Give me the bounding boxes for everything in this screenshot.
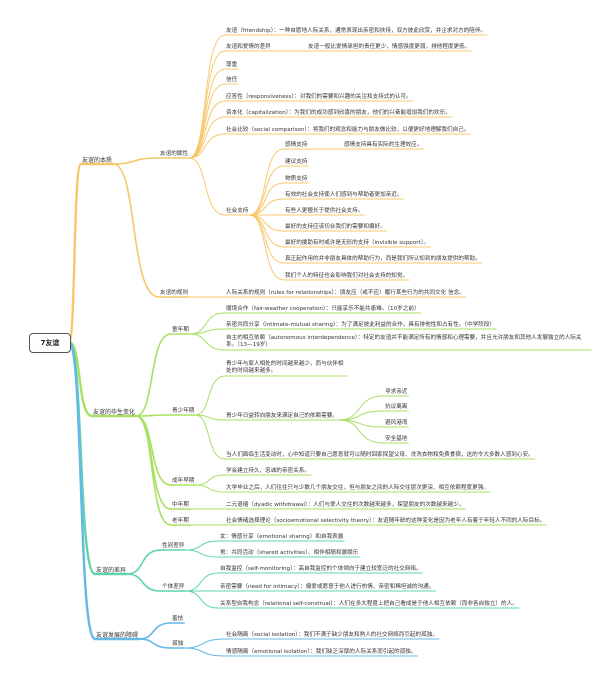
leaf-node[interactable]: 自我监控（self-monitoring）：高自我监控的个体倾向于建立较宽泛的社… <box>220 566 422 572</box>
topic-node[interactable]: 孤独 <box>172 641 184 647</box>
topic-node[interactable]: 童年期 <box>172 327 189 333</box>
branch-connector <box>338 395 385 421</box>
branch-connector <box>248 182 285 216</box>
leaf-node[interactable]: 有些人更擅长于提供社会支持。 <box>285 208 364 214</box>
branch-connector <box>67 340 97 641</box>
leaf-node[interactable]: 寻求亲近 <box>385 389 408 395</box>
branch-connector <box>248 214 285 264</box>
branch-connector <box>112 163 160 298</box>
leaf-node[interactable]: 男：共同活动（shared activities）、相伴相随和展娱乐 <box>220 550 359 556</box>
leaf-node[interactable]: 社会隔离（social isolation）：我们不满于缺少朋友和熟人的社交网络… <box>226 632 438 638</box>
branch-connector <box>184 572 220 592</box>
branch-connector <box>188 68 226 159</box>
leaf-node[interactable]: 二元退缩（dyadic withdrawal）：人们与爱人交往的次数越来越多，探… <box>226 502 465 508</box>
branch-connector <box>188 133 226 159</box>
leaf-node[interactable]: 亲密需要（need for intimacy）：偏爱或愿意于他人进行热情、亲密和… <box>220 584 435 590</box>
branch-connector <box>188 50 226 159</box>
topic-node[interactable]: 个体差异 <box>162 584 185 590</box>
branch-connector <box>138 622 172 640</box>
leaf-node[interactable]: 安全基地 <box>385 436 408 442</box>
leaf-node[interactable]: 有效的社会支持使人们感到与帮助者更加亲近。 <box>285 192 403 198</box>
branch-connector <box>67 162 83 344</box>
leaf-node[interactable]: 青少年与家人相处的时间越来越少，而与伙伴相处的时间越来越多。 <box>226 361 344 374</box>
topic-node[interactable]: 友谊的规则 <box>160 290 188 296</box>
branch-connector <box>338 419 385 444</box>
root-node[interactable]: 7友谊 <box>29 333 71 353</box>
leaf-node[interactable]: 自主的相互依赖（autonomous interdependence）：特定的友… <box>226 335 582 348</box>
leaf-node[interactable]: 学会建立持久、忠诚的亲密关系。 <box>226 468 310 474</box>
topic-node[interactable]: 性别差异 <box>162 543 185 549</box>
branch-connector <box>135 415 172 510</box>
topic-node[interactable]: 老年期 <box>172 518 189 524</box>
branch-connector <box>184 549 220 558</box>
leaf-node[interactable]: 亲密共同分享（intimate-mutual sharing）：为了满足彼此利益… <box>226 322 496 328</box>
leaf-node[interactable]: 人际关系的规则（rules for relationships）：朋友应（或不应… <box>226 290 465 296</box>
leaf-node[interactable]: 资本化（capitalization）：为我们的成功感到欣喜的朋友，他们的兴奋能… <box>226 110 451 116</box>
topic-node[interactable]: 感情支持 <box>285 142 308 148</box>
leaf-node[interactable]: 关系型自我构念（relational self-construal）：人们在多大… <box>220 601 518 607</box>
leaf-node[interactable]: 应答性（responsiveness）：对我们的需要和兴趣的关注和支持式的认可。 <box>226 94 412 100</box>
branch-connector <box>338 410 385 421</box>
leaf-node[interactable]: 真正起作用的并非朋友具体的帮助行为，而是我们所认知到的朋友提供的帮助。 <box>285 256 481 262</box>
leaf-node[interactable]: 友谊一般比爱情承担的责任更少，情感强度更弱，排他程度更低。 <box>308 44 471 50</box>
branch-connector <box>194 414 226 460</box>
topic-node[interactable]: 友谊的属性 <box>160 151 188 157</box>
branch-connector <box>188 157 226 216</box>
leaf-node[interactable]: 最好的援助有时或许是无形的支持（invisible support）。 <box>285 240 430 246</box>
leaf-node[interactable]: 感情支持具有实际的生理效应。 <box>344 142 423 148</box>
branch-connector <box>126 549 162 575</box>
leaf-node[interactable]: 大学毕业之后，人们往往只与少数几个朋友交往，但与朋友之间的人际交往层次更深、相互… <box>226 485 489 491</box>
leaf-node[interactable]: 建议支持 <box>285 159 308 165</box>
leaf-node[interactable]: 我们个人的特征也会影响我们对社会支持的知觉。 <box>285 273 409 279</box>
branch-connector <box>189 333 226 351</box>
leaf-node[interactable]: 社会情绪选择理论（socioemotional selectivity theo… <box>226 518 546 524</box>
branch-connector <box>126 573 162 592</box>
branch-topic[interactable]: 友谊发展的障碍 <box>96 632 139 639</box>
branch-connector <box>138 638 172 649</box>
topic-node[interactable]: 成年早期 <box>172 478 195 484</box>
branch-connector <box>248 148 285 216</box>
branch-topic[interactable]: 友谊的毕生变化 <box>93 409 136 416</box>
topic-node[interactable]: 青少年期 <box>172 408 195 414</box>
branch-connector <box>184 590 220 609</box>
branch-connector <box>188 100 226 159</box>
leaf-node[interactable]: 最好的支持应该切合我们的需要和偏好。 <box>285 224 386 230</box>
branch-connector <box>135 333 172 417</box>
branch-connector <box>183 638 226 649</box>
leaf-node[interactable]: 羞怯 <box>172 616 184 622</box>
branch-connector <box>67 340 94 418</box>
branch-connector <box>188 83 226 159</box>
leaf-node[interactable]: 顺境合作（fair-weather cooperation）：只能享乐不能共患难… <box>226 306 420 312</box>
branch-connector <box>112 157 160 165</box>
branch-connector <box>135 415 172 526</box>
branch-connector <box>194 375 226 416</box>
leaf-node[interactable]: 信任 <box>226 77 238 83</box>
branch-topic[interactable]: 友谊的差异 <box>96 567 127 574</box>
leaf-node[interactable]: 避风港湾 <box>385 420 408 426</box>
leaf-node[interactable]: 女：情感分享（emotional sharing）和自我表露 <box>220 534 344 540</box>
topic-node[interactable]: 社会支持 <box>226 208 249 214</box>
branch-topic[interactable]: 友谊的本质 <box>82 157 113 164</box>
topic-node[interactable]: 友谊和爱情的差异 <box>226 44 271 50</box>
leaf-node[interactable]: 物质支持 <box>285 176 308 182</box>
branch-connector <box>184 540 220 551</box>
branch-connector <box>135 414 172 417</box>
branch-connector <box>248 165 285 216</box>
leaf-node[interactable]: 社会比较（social comparison）：将我们的观念和能力与朋友做比较，… <box>226 127 470 133</box>
leaf-node[interactable]: 尊重 <box>226 62 238 68</box>
leaf-node[interactable]: 情感隔离（emotional isolation）：我们缺乏深厚的人际关系而引起… <box>226 649 417 655</box>
branch-connector <box>194 414 226 421</box>
topic-node[interactable]: 中年期 <box>172 502 189 508</box>
branch-connector <box>188 34 226 159</box>
leaf-node[interactable]: 抗议离离 <box>385 404 408 410</box>
branch-connector <box>194 474 226 486</box>
branch-connector <box>248 214 285 281</box>
leaf-node[interactable]: 友谊（friendship）：一种自愿地人际关系，通常表现出亲密和扶持，双方彼此… <box>226 28 487 34</box>
topic-node[interactable]: 青少年日益转向朋友来满足自己的依赖需要。 <box>226 413 338 419</box>
leaf-node[interactable]: 当人们面临生活变动时，心中知道只要自己愿意就可以随时回家探望父母、洗洗衣物和免费… <box>226 452 534 458</box>
branch-connector <box>183 647 226 657</box>
branch-connector <box>194 484 226 493</box>
